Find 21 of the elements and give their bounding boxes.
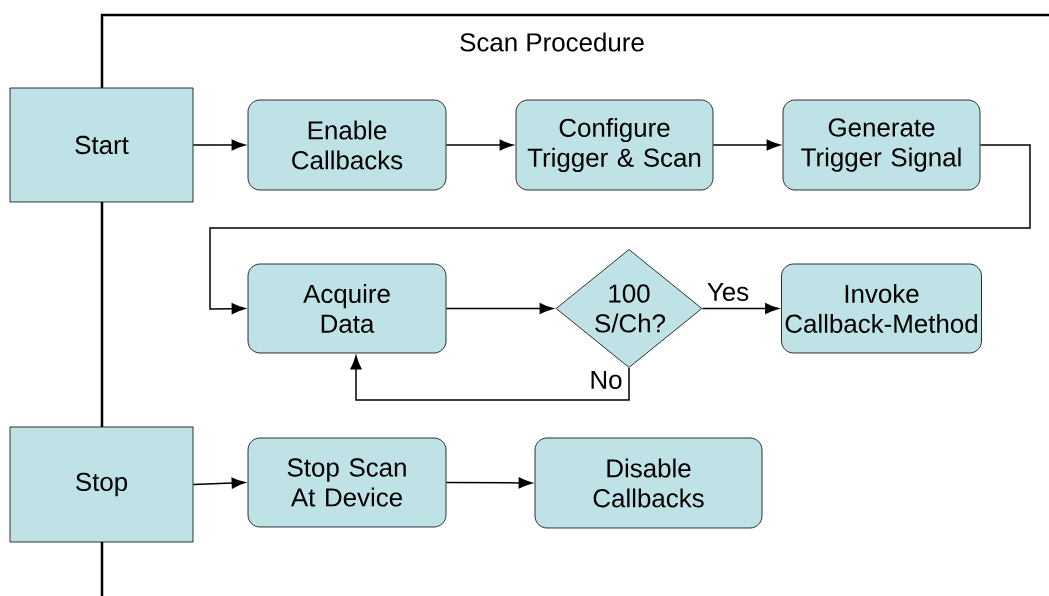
process-box: Enable Callbacks bbox=[247, 99, 447, 191]
arrow bbox=[192, 477, 246, 489]
arrow bbox=[445, 139, 514, 151]
arrow bbox=[350, 355, 630, 401]
arrow bbox=[445, 477, 533, 489]
arrow bbox=[445, 303, 554, 314]
process-box: Generate Trigger Signal bbox=[782, 99, 981, 191]
process-box: Stop Scan At Device bbox=[247, 437, 447, 528]
process-box: Invoke Callback-Method bbox=[781, 263, 982, 354]
arrow bbox=[701, 303, 779, 314]
process-box: Disable Callbacks bbox=[534, 437, 763, 529]
arrow bbox=[209, 144, 1031, 315]
title: Scan Procedure bbox=[457, 30, 647, 54]
edge-label: Yes bbox=[705, 281, 751, 303]
arrow bbox=[192, 139, 246, 151]
process-box: Configure Trigger & Scan bbox=[515, 99, 714, 191]
terminal-box: Stop bbox=[9, 426, 194, 543]
process-box: Acquire Data bbox=[247, 263, 447, 354]
arrow bbox=[712, 139, 781, 151]
edge-label: No bbox=[588, 369, 624, 391]
terminal-box: Start bbox=[9, 87, 194, 203]
